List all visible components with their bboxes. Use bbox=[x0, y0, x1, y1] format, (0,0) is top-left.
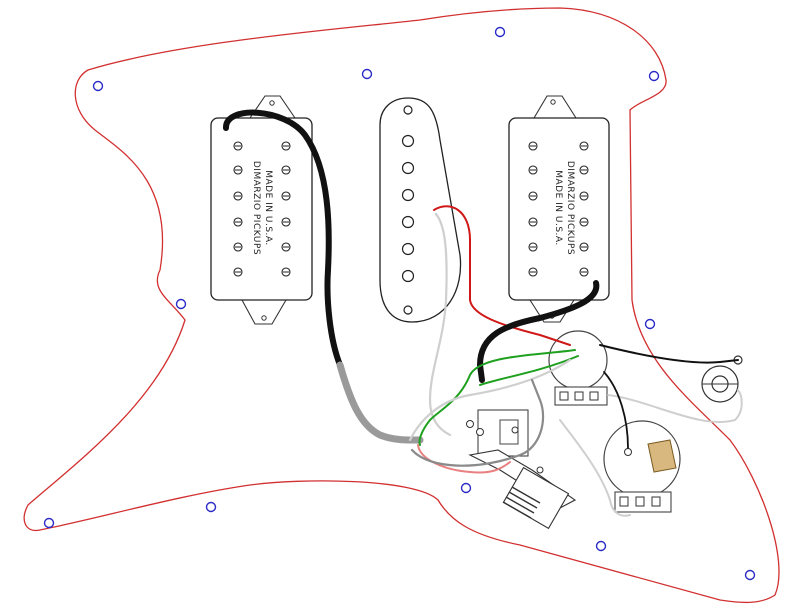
screw-hole bbox=[648, 70, 660, 82]
screw-hole bbox=[595, 540, 607, 552]
pole-piece bbox=[401, 188, 415, 202]
screw-holes bbox=[43, 26, 756, 581]
pole-piece bbox=[403, 105, 413, 115]
bridge-pickup-origin-text: MADE IN U.S.A. bbox=[553, 170, 563, 246]
pole-piece bbox=[401, 134, 415, 148]
pickup-selector-switch bbox=[466, 409, 577, 530]
middle-pickup-body bbox=[379, 97, 462, 323]
output-jack bbox=[701, 355, 743, 403]
bridge-pickup-brand-text: DIMARZIO PICKUPS bbox=[565, 161, 575, 255]
neck-pickup-bottom-tab bbox=[241, 299, 287, 325]
screw-hole bbox=[175, 298, 187, 310]
jack-ground-wire bbox=[607, 389, 743, 423]
screw-hole bbox=[92, 80, 104, 92]
neck-pickup-lead-wire bbox=[222, 109, 343, 368]
middle-pickup-white-wire bbox=[428, 212, 452, 437]
middle-pole-pieces bbox=[401, 105, 415, 315]
pole-piece bbox=[403, 305, 413, 315]
neck-pole-pieces bbox=[233, 141, 291, 277]
pole-piece bbox=[401, 242, 415, 256]
neck-pickup-cover bbox=[210, 117, 313, 301]
screw-hole bbox=[43, 517, 55, 529]
neck-pickup-lead-shield bbox=[336, 361, 424, 444]
screw-hole bbox=[361, 68, 373, 80]
pole-piece bbox=[401, 215, 415, 229]
middle-single-coil-pickup bbox=[379, 97, 462, 323]
pole-piece bbox=[401, 161, 415, 175]
volume-tone-wire bbox=[603, 371, 629, 449]
middle-pickup-red-wire bbox=[433, 205, 571, 346]
green-ground-wire bbox=[418, 349, 576, 446]
neck-humbucker-pickup: DIMARZIO PICKUPS MADE IN U.S.A. bbox=[210, 95, 313, 325]
neck-pickup-origin-text: MADE IN U.S.A. bbox=[263, 170, 273, 246]
screw-hole bbox=[744, 569, 756, 581]
screw-hole bbox=[644, 318, 656, 330]
bridge-pickup-cover bbox=[508, 117, 610, 301]
tone-potentiometer bbox=[603, 420, 681, 513]
volume-white-wire bbox=[408, 358, 572, 442]
pole-piece bbox=[401, 269, 415, 283]
screw-hole bbox=[205, 501, 217, 513]
bridge-pickup-top-tab bbox=[533, 95, 577, 119]
switch-gray-wire bbox=[410, 378, 545, 467]
neck-pickup-brand-text: DIMARZIO PICKUPS bbox=[251, 161, 261, 255]
volume-potentiometer bbox=[548, 330, 608, 406]
green-ground-wire-2 bbox=[479, 355, 579, 386]
bridge-pickup-black-wire bbox=[477, 280, 600, 383]
screw-hole bbox=[460, 482, 472, 494]
pickguard-outline bbox=[23, 7, 780, 604]
jack-hot-wire bbox=[599, 344, 739, 364]
switch-red-wire bbox=[417, 444, 511, 474]
bridge-pole-pieces bbox=[528, 141, 589, 277]
tone-ground-wire bbox=[559, 419, 631, 517]
wiring bbox=[222, 109, 743, 517]
screw-hole bbox=[494, 26, 506, 38]
tone-capacitor bbox=[647, 439, 677, 473]
